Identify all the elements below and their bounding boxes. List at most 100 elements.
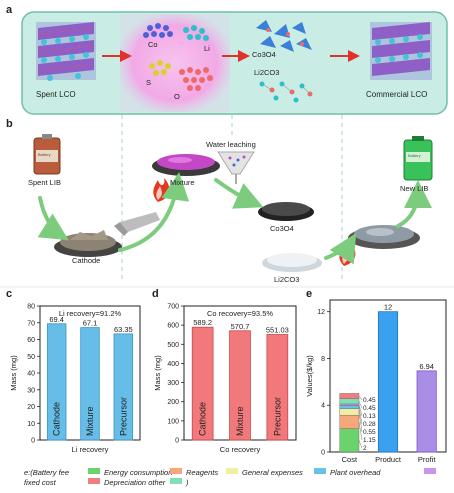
category-label: Cathode <box>198 402 208 436</box>
stack-segment <box>339 393 360 399</box>
y-tick-label: 100 <box>167 418 179 425</box>
legend: e:(Battery fee fixed cost Energy consump… <box>20 468 450 490</box>
flow-arrows <box>37 172 432 265</box>
y-tick-label: 200 <box>167 399 179 406</box>
x-axis-label: Co recovery <box>220 445 261 454</box>
stack-segment <box>339 403 360 406</box>
bar-value-label: 6.94 <box>419 362 434 371</box>
bar-value-label: 69.4 <box>49 315 64 324</box>
li2co3-dish <box>262 253 322 272</box>
y-tick-label: 10 <box>27 421 35 428</box>
mixture-dish <box>152 154 220 176</box>
stack-segment <box>339 405 360 409</box>
regenerated-dish <box>348 225 420 249</box>
category-label: Precursor <box>118 397 128 436</box>
stack-label: 0.45 <box>363 405 376 412</box>
o-cluster <box>179 67 213 91</box>
stack-segment <box>339 428 360 453</box>
spent-lib-label: Spent LIB <box>28 178 61 187</box>
co-cluster <box>143 23 173 38</box>
legend-depreciation: Depreciation other <box>104 478 166 487</box>
s-cluster <box>149 60 171 76</box>
commercial-lco-structure <box>370 22 432 80</box>
stack-label-leader <box>358 440 363 449</box>
stack-segment <box>339 414 360 429</box>
legend-plant: Plant overhead <box>330 468 381 477</box>
cathode-dish <box>54 230 122 257</box>
bar-value-label: 63.35 <box>114 325 133 334</box>
stack-label-leader <box>358 411 363 433</box>
mixture-label: Mixture <box>170 178 195 187</box>
co3o4-dish <box>258 202 314 221</box>
panel-label-a: a <box>6 4 13 16</box>
li2co3-label-a: Li2CO3 <box>254 68 280 77</box>
stack-label: 0.13 <box>363 413 376 420</box>
y-tick-label: 0 <box>321 450 325 457</box>
bar <box>229 330 251 441</box>
panel-label-c: c <box>6 288 13 300</box>
li2co3-label-b: Li2CO3 <box>274 275 300 284</box>
stack-segment <box>339 408 360 416</box>
fire-icon-1 <box>153 178 170 202</box>
category-label: Cost <box>342 455 358 464</box>
stack-label-leader <box>358 407 363 425</box>
stack-label: 0.45 <box>363 397 376 404</box>
legend-swatch-general <box>226 468 238 474</box>
stack-label: 1.15 <box>363 437 376 444</box>
legend-fixed-cost: fixed cost <box>24 478 56 487</box>
co3o4-structure <box>256 20 312 52</box>
stack-label-leader <box>358 404 363 417</box>
y-tick-label: 80 <box>27 304 35 311</box>
li-cluster <box>183 25 209 41</box>
y-tick-label: 12 <box>317 309 325 316</box>
element-li-label: Li <box>204 44 210 53</box>
y-tick-label: 500 <box>167 342 179 349</box>
stack-label: 0.55 <box>363 429 376 436</box>
panel-label-e: e <box>306 288 313 300</box>
chart-e: 04812Values($/kg)21.150.550.280.130.450.… <box>305 299 447 464</box>
bar <box>80 327 100 441</box>
legend-swatch-purple <box>424 468 436 474</box>
chart-title: Co recovery=93.5% <box>207 309 273 318</box>
new-battery-word: Battery <box>408 153 421 158</box>
spent-battery-word: Battery <box>38 152 51 157</box>
legend-close: ) <box>186 478 189 487</box>
bar-value-label: 589.2 <box>193 318 212 327</box>
bar <box>46 323 67 441</box>
y-axis-label: Mass (mg) <box>9 355 18 391</box>
stack-label: 2 <box>363 445 367 452</box>
y-tick-label: 600 <box>167 323 179 330</box>
y-tick-label: 8 <box>321 356 325 363</box>
legend-swatch-plant <box>314 468 326 474</box>
y-tick-label: 50 <box>27 354 35 361</box>
spent-lco-label: Spent LCO <box>36 90 76 99</box>
y-tick-label: 70 <box>27 320 35 327</box>
legend-reagents: Reagents <box>186 468 219 477</box>
panel-label-d: d <box>152 288 159 300</box>
element-o-label: O <box>174 92 180 101</box>
y-tick-label: 300 <box>167 380 179 387</box>
bar <box>191 326 214 441</box>
bar-value-label: 570.7 <box>231 322 250 331</box>
spent-battery-icon <box>33 134 61 175</box>
panel-label-b: b <box>6 118 13 130</box>
stack-label: 0.28 <box>363 421 376 428</box>
legend-swatch-depreciation <box>88 478 100 484</box>
cathode-label: Cathode <box>72 256 101 265</box>
y-tick-label: 700 <box>167 304 179 311</box>
new-battery-icon <box>403 136 433 181</box>
y-axis-label: Mass (mg) <box>153 355 162 391</box>
water-leaching-label: Water leaching <box>206 140 256 149</box>
li2co3-structure <box>259 81 313 103</box>
y-tick-label: 4 <box>321 403 325 410</box>
stack-segment <box>339 398 360 405</box>
legend-swatch-reagents <box>170 468 182 474</box>
legend-title: e:(Battery fee <box>24 468 70 477</box>
legend-general: General expenses <box>242 468 303 477</box>
y-tick-label: 400 <box>167 361 179 368</box>
y-axis-label: Values($/kg) <box>305 355 314 397</box>
bar-value-label: 12 <box>384 303 392 312</box>
